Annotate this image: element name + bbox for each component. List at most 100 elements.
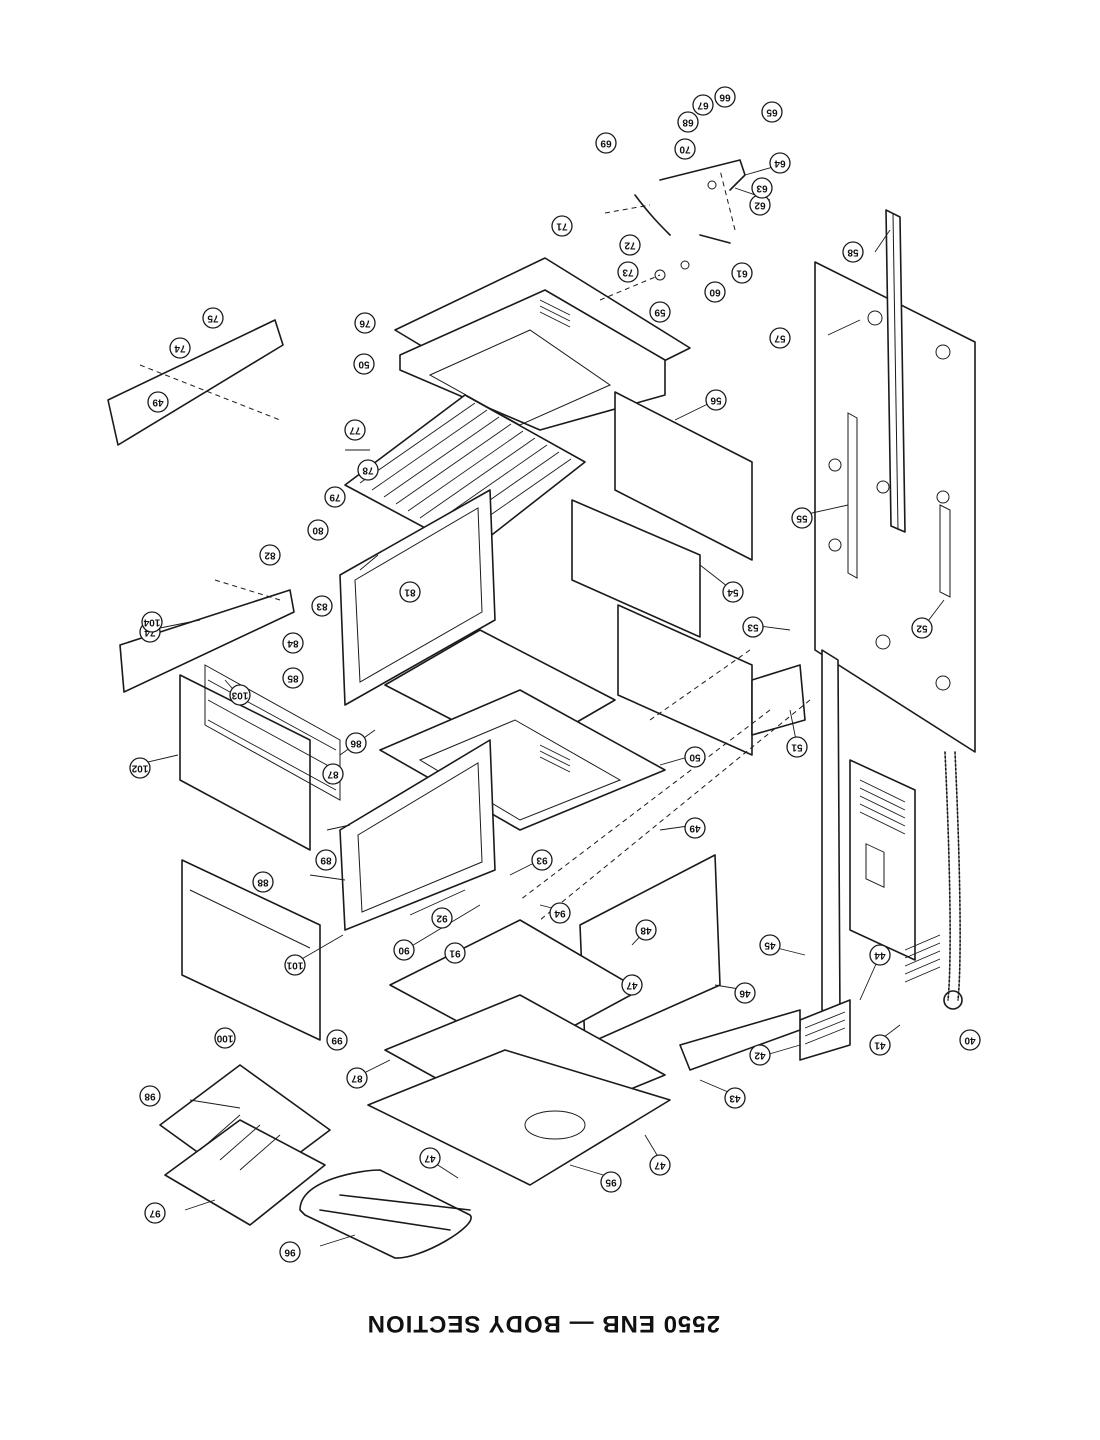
- reference-lines: [139, 169, 811, 921]
- part-callout-63: 63: [751, 177, 773, 199]
- part-number: 52: [916, 623, 928, 634]
- part-number: 86: [350, 738, 362, 749]
- part-number: 76: [359, 318, 371, 329]
- part-callout-87: 87: [346, 1067, 368, 1089]
- part-number: 68: [682, 117, 694, 128]
- part-number: 99: [331, 1035, 343, 1046]
- part-callout-84: 84: [282, 632, 304, 654]
- part-callout-68: 68: [677, 111, 699, 133]
- part-number: 50: [689, 752, 701, 763]
- part-number: 49: [152, 397, 164, 408]
- part-number: 50: [358, 359, 370, 370]
- part-number: 46: [739, 988, 751, 999]
- part-callout-74: 74: [169, 337, 191, 359]
- part-number: 56: [710, 395, 722, 406]
- part-callout-71: 71: [551, 215, 573, 237]
- part-number: 58: [847, 247, 859, 258]
- part-number: 95: [605, 1177, 617, 1188]
- side-vent-column: [679, 649, 941, 1071]
- part-number: 61: [736, 268, 748, 279]
- part-number: 64: [774, 158, 786, 169]
- part-callout-89: 89: [315, 849, 337, 871]
- part-callout-51: 51: [786, 736, 808, 758]
- part-callout-70: 70: [674, 138, 696, 160]
- part-callout-75: 75: [202, 307, 224, 329]
- part-callout-72: 72: [619, 234, 641, 256]
- part-number: 40: [964, 1035, 976, 1046]
- part-callout-42: 42: [749, 1044, 771, 1066]
- part-callout-102: 102: [129, 757, 151, 779]
- part-callout-86: 86: [345, 732, 367, 754]
- part-callout-73: 73: [617, 261, 639, 283]
- part-callout-80: 80: [307, 519, 329, 541]
- part-number: 47: [654, 1160, 666, 1171]
- part-callout-95: 95: [600, 1171, 622, 1193]
- part-number: 44: [874, 950, 886, 961]
- part-callouts: 4041424344454647474748494950505152535455…: [129, 86, 981, 1263]
- part-callout-69: 69: [595, 132, 617, 154]
- part-callout-55: 55: [791, 507, 813, 529]
- part-number: 51: [791, 742, 803, 753]
- part-callout-90: 90: [393, 939, 415, 961]
- part-callout-79: 79: [324, 486, 346, 508]
- part-number: 74: [174, 343, 186, 354]
- part-number: 85: [287, 673, 299, 684]
- latch-linkage: [634, 144, 746, 281]
- part-callout-93: 93: [531, 849, 553, 871]
- part-number: 82: [264, 550, 276, 561]
- part-number: 81: [404, 587, 416, 598]
- part-callout-101: 101: [284, 954, 306, 976]
- part-number: 41: [874, 1040, 886, 1051]
- part-number: 66: [719, 92, 731, 103]
- part-callout-56: 56: [705, 389, 727, 411]
- part-number: 80: [312, 525, 324, 536]
- part-number: 93: [536, 855, 548, 866]
- conduit-cable: [943, 751, 963, 1010]
- part-callout-96: 96: [279, 1241, 301, 1263]
- part-number: 69: [600, 138, 612, 149]
- part-number: 77: [349, 425, 361, 436]
- part-number: 92: [436, 913, 448, 924]
- part-callout-59: 59: [649, 301, 671, 323]
- part-number: 101: [286, 960, 303, 971]
- part-callout-97: 97: [144, 1202, 166, 1224]
- part-number: 79: [329, 492, 341, 503]
- side-liner-lower: [617, 604, 806, 756]
- part-number: 54: [727, 587, 739, 598]
- part-number: 94: [554, 908, 566, 919]
- part-callout-49: 49: [147, 391, 169, 413]
- part-number: 43: [729, 1093, 741, 1104]
- part-number: 83: [316, 601, 328, 612]
- part-callout-45: 45: [759, 934, 781, 956]
- part-callout-88: 88: [252, 871, 274, 893]
- part-number: 63: [756, 183, 768, 194]
- part-number: 104: [143, 617, 160, 628]
- part-number: 59: [654, 307, 666, 318]
- bake-element: [299, 1169, 472, 1259]
- part-number: 72: [624, 240, 636, 251]
- part-callout-47: 47: [649, 1154, 671, 1176]
- part-callout-81: 81: [399, 581, 421, 603]
- part-number: 91: [449, 948, 461, 959]
- part-callout-85: 85: [282, 667, 304, 689]
- top-cabinet: [394, 257, 691, 431]
- part-callout-60: 60: [704, 281, 726, 303]
- side-panel-upper: [179, 664, 341, 851]
- part-number: 96: [284, 1247, 296, 1258]
- part-number: 84: [287, 638, 299, 649]
- lower-door-frame: [339, 739, 496, 931]
- part-number: 89: [320, 855, 332, 866]
- part-number: 47: [424, 1153, 436, 1164]
- drip-pan: [159, 1064, 331, 1226]
- part-callout-41: 41: [869, 1034, 891, 1056]
- part-callout-99: 99: [326, 1029, 348, 1051]
- part-number: 90: [398, 945, 410, 956]
- part-callout-44: 44: [869, 944, 891, 966]
- part-number: 53: [747, 622, 759, 633]
- part-number: 88: [257, 877, 269, 888]
- part-number: 60: [709, 287, 721, 298]
- part-callout-58: 58: [842, 241, 864, 263]
- part-callout-77: 77: [344, 419, 366, 441]
- part-callout-52: 52: [911, 617, 933, 639]
